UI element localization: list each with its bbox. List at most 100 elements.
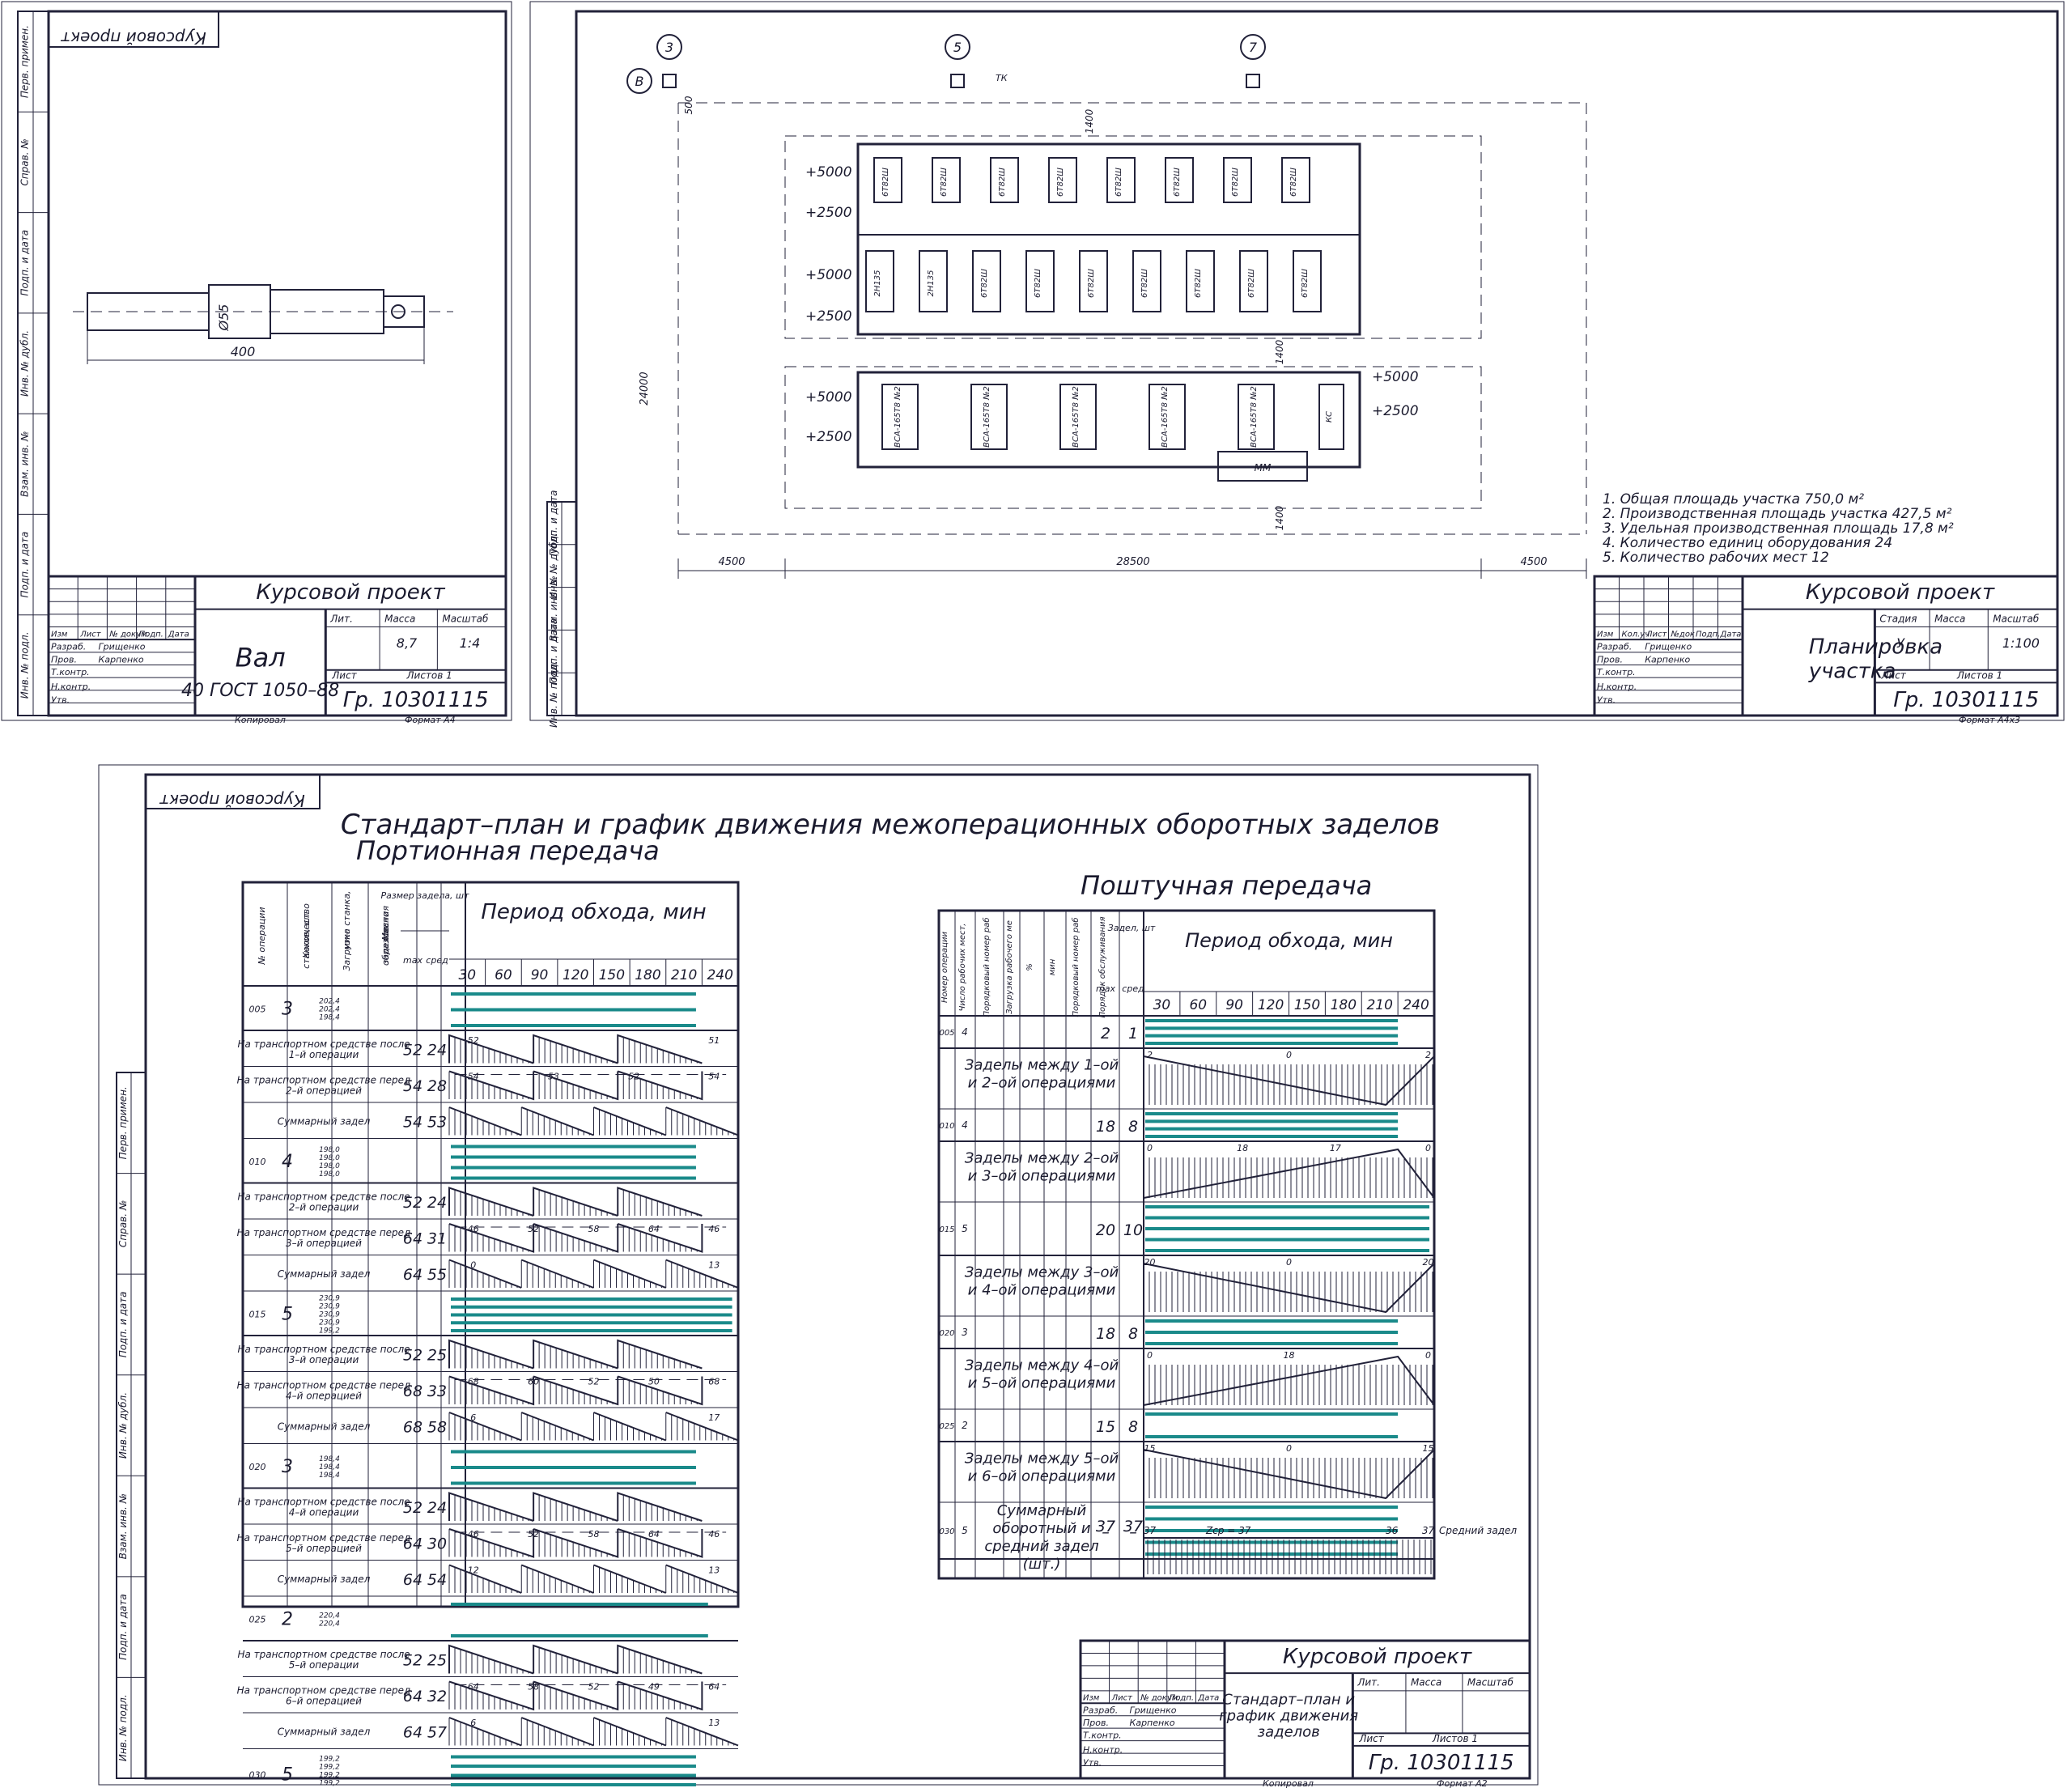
role-label: Пров. <box>51 654 77 665</box>
between-label: Заделы между 1–ой <box>965 1057 1119 1074</box>
graph-mark: 64 <box>648 1224 660 1234</box>
graph-mark: 18 <box>1237 1143 1248 1153</box>
machine-row1 <box>932 157 961 203</box>
row-label: Суммарный задел <box>278 1726 371 1737</box>
col-header-max: max <box>1096 983 1115 994</box>
col-header: мин <box>342 932 352 950</box>
title-col-head: Дата <box>1197 1693 1219 1702</box>
title-col-head: Подп. <box>1696 630 1720 639</box>
row-avg: 25 <box>427 1651 447 1669</box>
op-count: 5 <box>962 1525 968 1536</box>
sidebar-label: Подп. и дата <box>548 618 559 685</box>
group-number: Гр. 10301115 <box>343 688 489 712</box>
zadel-graph <box>1143 1355 1435 1406</box>
machine-label: 6Т82Ш <box>1056 168 1065 197</box>
op-loads: 199,2 <box>319 1772 340 1780</box>
zadel-graph <box>1143 1148 1435 1199</box>
role-label: Утв. <box>51 694 70 705</box>
graph-mark: 6 <box>470 1718 476 1728</box>
role-label: Н.контр. <box>1083 1744 1123 1755</box>
role-label: Утв. <box>1083 1758 1102 1769</box>
title-head: Масса <box>384 613 415 624</box>
title-col-head: Кол.уч <box>1622 630 1650 639</box>
row-label: На транспортном средстве после <box>237 1649 410 1660</box>
col-header: станков, шт <box>301 912 312 969</box>
row-max: 52 <box>403 1346 422 1364</box>
op-avg: 8 <box>1128 1325 1138 1343</box>
row-max: 64 <box>403 1535 422 1552</box>
zadel-graph <box>448 1070 703 1101</box>
op-number: 010 <box>939 1122 954 1131</box>
material: 40 ГОСТ 1050–88 <box>181 681 339 701</box>
col-header: Загрузка станка, <box>342 890 352 970</box>
mass-value: 8,7 <box>397 635 418 651</box>
op-loads: 198,4 <box>319 1014 340 1022</box>
scale-value: 1:4 <box>460 635 481 651</box>
pin-hole <box>391 304 405 319</box>
format-label: Формат А4х3 <box>1959 715 2020 725</box>
title-block <box>1079 1639 1531 1780</box>
graph-mark: 17 <box>708 1412 720 1423</box>
zadel-graph <box>448 1680 703 1711</box>
title-col-head: Изм <box>1597 630 1614 639</box>
role-label: Утв. <box>1597 694 1616 705</box>
row-label: 5–й операции <box>289 1659 359 1671</box>
machine-label: 6Т82Ш <box>1301 269 1310 298</box>
zadel-graph <box>1143 1449 1435 1500</box>
op-count: 3 <box>282 1457 293 1477</box>
role-label: Разраб. <box>1083 1705 1118 1716</box>
tick-label: 30 <box>458 967 476 983</box>
col-header-avg: сред <box>1122 983 1144 994</box>
between-label: Заделы между 4–ой <box>965 1357 1119 1374</box>
part-name: Вал <box>236 643 286 673</box>
op-number: 025 <box>939 1422 954 1431</box>
sheets-label: Листов 1 <box>406 670 452 682</box>
graph-mark: 64 <box>708 1682 720 1692</box>
machine-row1 <box>873 157 902 203</box>
title-col-head: Подп. <box>1170 1693 1194 1702</box>
row-avg: 58 <box>427 1418 447 1436</box>
zadel-graph <box>448 1259 739 1289</box>
summary-mark: Zср = 37 <box>1205 1525 1251 1536</box>
graph-mark: 2 <box>1147 1050 1153 1060</box>
zadel-graph <box>448 1528 703 1558</box>
row-label: На транспортном средстве перед <box>237 1379 411 1391</box>
machine-label: КС <box>1325 411 1334 423</box>
sheet-label: Лист <box>1880 670 1906 682</box>
op-number: 030 <box>939 1527 954 1536</box>
op-avg: 10 <box>1123 1221 1143 1239</box>
row-avg: 57 <box>427 1723 447 1741</box>
col-header: Количество <box>301 903 312 958</box>
role-label: Т.контр. <box>1083 1731 1122 1741</box>
sidebar-label: Инв. № дубл. <box>19 330 31 397</box>
layout-note: 5. Количество рабочих мест 12 <box>1603 550 1829 566</box>
op-max: 20 <box>1096 1221 1115 1239</box>
row-max: 54 <box>403 1113 422 1131</box>
row-label: 2–й операции <box>289 1201 359 1213</box>
row-avg: 24 <box>427 1041 447 1059</box>
row-max: 64 <box>403 1723 422 1741</box>
graph-mark: 0 <box>1425 1350 1431 1361</box>
graph-mark: 13 <box>708 1718 720 1728</box>
op-max: – <box>1102 1523 1110 1541</box>
tick-label: 150 <box>599 967 625 983</box>
machine-row2 <box>1293 250 1322 312</box>
crane-level: +5000 <box>1372 369 1419 385</box>
machine-frame <box>856 371 1361 469</box>
row-label: 3–й операцией <box>286 1238 362 1249</box>
op-loads: 202,4 <box>319 998 340 1006</box>
graph-mark: 52 <box>588 1377 600 1387</box>
row-max: 64 <box>403 1571 422 1589</box>
crane-level: +2500 <box>805 429 852 445</box>
title-col-head: Лист <box>1111 1693 1134 1702</box>
cabinet-label: ММ <box>1255 462 1272 474</box>
project-title: Курсовой проект <box>256 580 445 605</box>
layout-note: 4. Количество единиц оборудования 24 <box>1603 535 1892 551</box>
between-label: Заделы между 5–ой <box>965 1450 1119 1467</box>
op-number: 025 <box>249 1615 266 1625</box>
machine-row2 <box>919 250 948 312</box>
row-avg: 54 <box>427 1571 447 1589</box>
row-label: На транспортном средстве перед <box>237 1684 411 1696</box>
machine-label: 6Т82Ш <box>1087 269 1096 298</box>
dim-1400: 1400 <box>1084 108 1095 134</box>
